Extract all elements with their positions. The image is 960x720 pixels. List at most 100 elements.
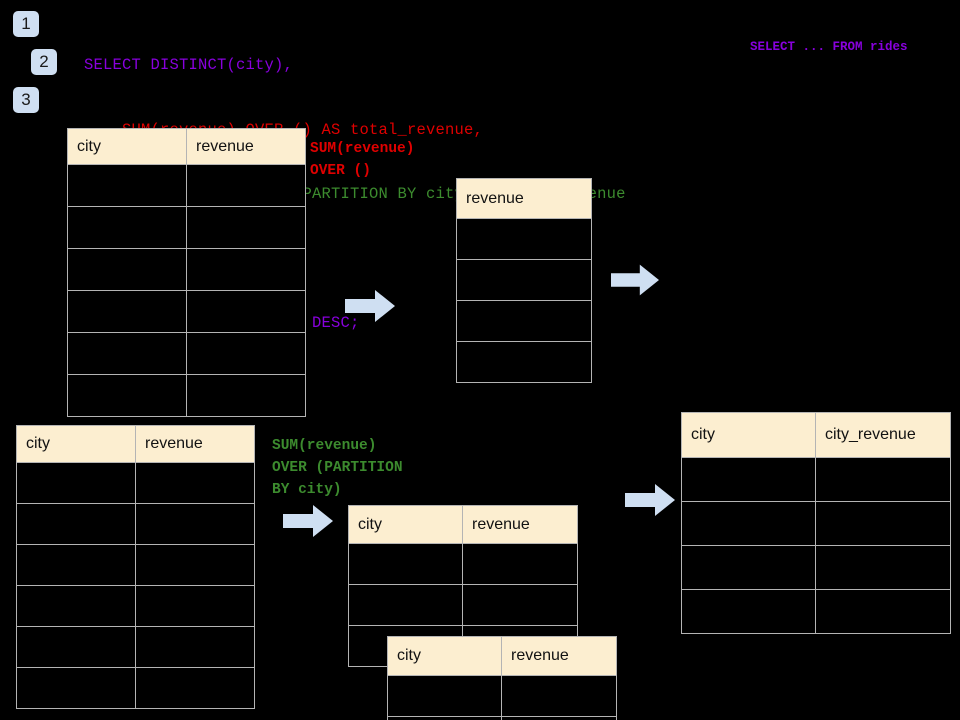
column-header-revenue: revenue: [501, 636, 617, 676]
cell-revenue: [135, 626, 255, 668]
annotation-total-revenue: SUM(revenue) OVER (): [310, 141, 415, 179]
table-header-row: revenue: [456, 178, 592, 219]
cell-revenue: [135, 462, 255, 504]
table-row: [456, 341, 592, 383]
table-row: [681, 545, 951, 590]
table-source-top: city revenue: [67, 128, 306, 417]
table-row: [67, 374, 306, 417]
cell-revenue: [186, 206, 306, 249]
table-partition-back: city revenue: [348, 505, 578, 667]
table-row: [681, 501, 951, 546]
table-row: [67, 332, 306, 375]
cell-city: [16, 585, 136, 627]
table-source-bottom: city revenue: [16, 425, 255, 709]
cell-city: [387, 716, 502, 720]
cell-revenue: [462, 543, 578, 585]
cell-revenue: [186, 248, 306, 291]
cell-revenue: [456, 341, 592, 383]
table-row: [16, 626, 255, 668]
table-row: [681, 589, 951, 634]
table-header-row: city revenue: [348, 505, 578, 544]
table-row: [16, 462, 255, 504]
cell-city: [16, 667, 136, 709]
cell-revenue: [186, 374, 306, 417]
cell-city: [67, 164, 187, 207]
cell-revenue: [135, 585, 255, 627]
column-header-revenue: revenue: [186, 128, 306, 165]
annotation-partition-by-city: SUM(revenue) OVER (PARTITION BY city): [272, 438, 403, 498]
cell-revenue: [501, 675, 617, 717]
table-row: [16, 503, 255, 545]
table-row: [16, 544, 255, 586]
cell-city: [681, 589, 816, 634]
table-row: [387, 716, 617, 720]
cell-revenue: [501, 716, 617, 720]
cell-city-revenue: [815, 457, 951, 502]
cell-revenue: [456, 259, 592, 301]
table-row: [348, 543, 578, 585]
cell-revenue: [462, 584, 578, 626]
table-row: [16, 585, 255, 627]
cell-city: [67, 248, 187, 291]
table-result: city city_revenue: [681, 412, 951, 634]
cell-city-revenue: [815, 545, 951, 590]
arrow-partition-to-result: [625, 484, 675, 516]
cell-revenue: [186, 332, 306, 375]
step-badge-1: 1: [13, 11, 39, 37]
cell-city: [16, 544, 136, 586]
column-header-city: city: [387, 636, 502, 676]
table-partition-front: city revenue: [387, 636, 617, 720]
cell-city: [348, 584, 463, 626]
table-row: [456, 300, 592, 342]
cell-city: [67, 290, 187, 333]
arrow-source-to-partition: [283, 505, 333, 537]
cell-revenue: [135, 544, 255, 586]
cell-city: [16, 462, 136, 504]
table-row: [67, 248, 306, 291]
table-row: [387, 675, 617, 717]
column-header-revenue: revenue: [456, 178, 592, 219]
cell-city: [67, 374, 187, 417]
cell-revenue: [135, 503, 255, 545]
table-header-row: city revenue: [16, 425, 255, 463]
column-header-city: city: [67, 128, 187, 165]
table-total-revenue: revenue: [456, 178, 592, 383]
column-header-city: city: [681, 412, 816, 458]
column-header-city: city: [348, 505, 463, 544]
step-badge-2: 2: [31, 49, 57, 75]
cell-city: [348, 543, 463, 585]
cell-city: [387, 675, 502, 717]
arrow-source-to-total: [345, 290, 395, 322]
cell-city: [67, 206, 187, 249]
table-header-row: city revenue: [67, 128, 306, 165]
cell-city: [681, 545, 816, 590]
column-header-revenue: revenue: [462, 505, 578, 544]
table-header-row: city revenue: [387, 636, 617, 676]
table-row: [67, 206, 306, 249]
table-row: [456, 259, 592, 301]
cell-city: [67, 332, 187, 375]
cell-revenue: [186, 164, 306, 207]
arrow-total-to-result: [611, 264, 659, 296]
cell-city: [16, 503, 136, 545]
cell-city: [681, 501, 816, 546]
cell-revenue: [456, 218, 592, 260]
table-row: [67, 164, 306, 207]
cell-city-revenue: [815, 501, 951, 546]
column-header-city-revenue: city_revenue: [815, 412, 951, 458]
step-badge-3: 3: [13, 87, 39, 113]
cell-revenue: [186, 290, 306, 333]
table-row: [16, 667, 255, 709]
cell-revenue: [456, 300, 592, 342]
table-row: [67, 290, 306, 333]
column-header-city: city: [16, 425, 136, 463]
cell-city: [681, 457, 816, 502]
sql-line-select: SELECT DISTINCT(city),: [84, 56, 294, 74]
table-row: [681, 457, 951, 502]
cell-revenue: [135, 667, 255, 709]
table-header-row: city city_revenue: [681, 412, 951, 458]
side-note-select-from: SELECT ... FROM rides: [750, 40, 908, 54]
table-row: [456, 218, 592, 260]
column-header-revenue: revenue: [135, 425, 255, 463]
